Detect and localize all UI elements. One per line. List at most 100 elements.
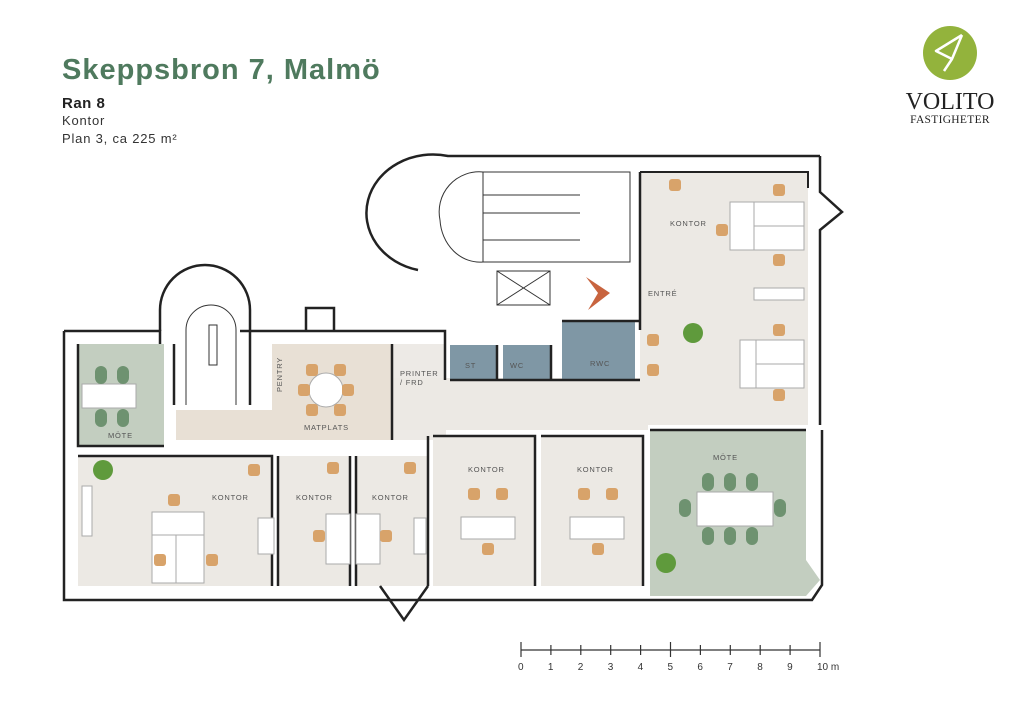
- page-title: Skeppsbron 7, Malmö: [62, 54, 381, 86]
- meeting-chair: [746, 527, 758, 545]
- chair: [716, 224, 728, 236]
- label-matplats: MATPLATS: [304, 423, 349, 432]
- label-kontor-4: KONTOR: [468, 465, 505, 474]
- storage-room: [450, 345, 497, 379]
- wc-room: [503, 345, 551, 379]
- meeting-chair: [679, 499, 691, 517]
- scale-label: 7: [727, 662, 733, 673]
- meeting-chair: [724, 473, 736, 491]
- chair: [606, 488, 618, 500]
- chair: [154, 554, 166, 566]
- meeting-chair: [702, 473, 714, 491]
- logo-brand: VOLITO: [905, 89, 995, 115]
- table: [753, 201, 805, 227]
- premises-type: Kontor: [62, 113, 106, 128]
- entrance-arrow-icon: [586, 277, 610, 310]
- scale-label: 6: [697, 662, 703, 673]
- label-wc: WC: [510, 361, 524, 370]
- table: [325, 513, 351, 565]
- table: [569, 516, 625, 540]
- chair: [496, 488, 508, 500]
- office-room-5: [541, 436, 643, 586]
- logo-sail-icon: [923, 26, 977, 80]
- meeting-chair: [117, 409, 129, 427]
- chair: [578, 488, 590, 500]
- table: [696, 491, 774, 527]
- chair: [647, 364, 659, 376]
- label-mote-left: MÖTE: [108, 431, 133, 440]
- label-kontor-top-right: KONTOR: [670, 219, 707, 228]
- chair: [773, 254, 785, 266]
- meeting-chair: [746, 473, 758, 491]
- chair: [773, 324, 785, 336]
- label-printer: PRINTER: [400, 369, 439, 378]
- table: [460, 516, 516, 540]
- chair: [468, 488, 480, 500]
- label-entre: ENTRÉ: [648, 289, 677, 298]
- scale-bar: 0 1 2 3 4 5 6 7 8 9 10 m: [518, 642, 839, 673]
- scale-label: 9: [787, 662, 793, 673]
- chair: [298, 384, 310, 396]
- unit-name: Ran 8: [62, 95, 106, 112]
- label-rwc: RWC: [590, 359, 610, 368]
- floor-area: Plan 3, ca 225 m²: [62, 131, 178, 146]
- corridor: [392, 378, 648, 430]
- table: [81, 383, 137, 409]
- rwc-room: [562, 321, 635, 379]
- chair: [206, 554, 218, 566]
- plant-icon: [683, 323, 703, 343]
- logo-sub: FASTIGHETER: [910, 114, 990, 126]
- scale-label: 1: [548, 662, 554, 673]
- office-room-4: [433, 436, 535, 586]
- meeting-chair: [117, 366, 129, 384]
- table: [729, 201, 755, 251]
- chair: [482, 543, 494, 555]
- table: [175, 534, 205, 584]
- label-kontor-2: KONTOR: [296, 493, 333, 502]
- chair: [647, 334, 659, 346]
- scale-label: 8: [757, 662, 763, 673]
- chair: [669, 179, 681, 191]
- table: [755, 363, 805, 389]
- chair: [592, 543, 604, 555]
- scale-label: 4: [638, 662, 644, 673]
- table: [413, 517, 427, 555]
- meeting-chair: [95, 409, 107, 427]
- chair: [306, 364, 318, 376]
- volito-logo: VOLITO FASTIGHETER: [895, 25, 1005, 126]
- scale-label: 5: [668, 662, 674, 673]
- chair: [334, 404, 346, 416]
- table: [755, 339, 805, 365]
- scale-label: 10 m: [817, 662, 839, 673]
- dining-area: [176, 344, 392, 440]
- plant-icon: [93, 460, 113, 480]
- scale-label: 0: [518, 662, 524, 673]
- chair: [248, 464, 260, 476]
- round-table: [308, 372, 344, 408]
- label-pentry: PENTRY: [275, 357, 284, 392]
- chair: [380, 530, 392, 542]
- scale-label: 3: [608, 662, 614, 673]
- chair: [334, 364, 346, 376]
- label-kontor-3: KONTOR: [372, 493, 409, 502]
- furniture: [81, 179, 805, 584]
- table: [81, 485, 93, 537]
- chair: [342, 384, 354, 396]
- meeting-chair: [724, 527, 736, 545]
- label-kontor-5: KONTOR: [577, 465, 614, 474]
- table: [257, 517, 275, 555]
- table: [753, 287, 805, 301]
- label-printer-frd: / FRD: [400, 378, 424, 387]
- room-labels: MÖTE PENTRY MATPLATS PRINTER / FRD ST WC…: [108, 219, 738, 502]
- label-mote-right: MÖTE: [713, 453, 738, 462]
- table: [753, 225, 805, 251]
- table: [355, 513, 381, 565]
- chair: [773, 184, 785, 196]
- meeting-chair: [774, 499, 786, 517]
- label-kontor-1: KONTOR: [212, 493, 249, 502]
- chair: [168, 494, 180, 506]
- scale-label: 2: [578, 662, 584, 673]
- chair: [327, 462, 339, 474]
- staircase: [185, 171, 631, 405]
